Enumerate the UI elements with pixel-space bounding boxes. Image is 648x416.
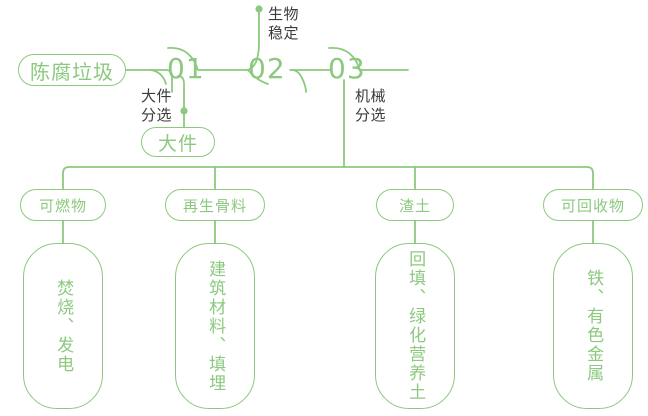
arc-02-left bbox=[245, 43, 260, 71]
arc-03-top bbox=[328, 47, 409, 71]
stage-caption-01-line2: 分选 bbox=[140, 106, 172, 124]
stage-caption-03: 机械 分选 bbox=[355, 88, 403, 126]
stage-number-03[interactable]: 03 bbox=[328, 52, 366, 85]
stage-caption-03-line2: 分选 bbox=[355, 106, 387, 124]
use-text-3: 回填、绿化营养土 bbox=[406, 250, 426, 402]
dot-shengwu bbox=[255, 5, 263, 13]
use-text-1: 焚烧、发电 bbox=[54, 278, 74, 374]
stage-caption-02: 生物 稳定 bbox=[268, 6, 316, 44]
category-label-3: 渣土 bbox=[398, 197, 431, 215]
use-box-recyclable[interactable]: 铁、有色金属 bbox=[553, 243, 633, 409]
stage-caption-01: 大件 分选 bbox=[128, 88, 172, 126]
use-text-4: 铁、有色金属 bbox=[584, 269, 604, 383]
arc-02-bottom bbox=[247, 69, 269, 85]
category-label-2: 再生骨料 bbox=[182, 197, 247, 215]
bar-branch-3 bbox=[343, 166, 594, 190]
stage-caption-02-line2: 稳定 bbox=[268, 24, 300, 42]
use-text-2: 建筑材料、填埋 bbox=[206, 259, 226, 393]
link-02-to-03 bbox=[291, 69, 307, 93]
stage-caption-02-line1: 生物 bbox=[268, 6, 300, 23]
category-pill-slag-soil[interactable]: 渣土 bbox=[376, 189, 454, 221]
category-label-1: 可燃物 bbox=[38, 197, 87, 215]
category-pill-combustible[interactable]: 可燃物 bbox=[20, 189, 106, 221]
source-node-label: 陈腐垃圾 bbox=[30, 61, 114, 84]
bar-branch-1 bbox=[62, 166, 345, 190]
output-node-bulky[interactable]: 大件 bbox=[141, 127, 215, 157]
dot-dajian bbox=[180, 107, 188, 115]
arc-01-bottom bbox=[149, 69, 167, 85]
output-node-bulky-label: 大件 bbox=[157, 133, 198, 155]
use-box-recycled-aggregate[interactable]: 建筑材料、填埋 bbox=[175, 243, 255, 409]
category-pill-recyclable[interactable]: 可回收物 bbox=[543, 189, 643, 221]
link-01-to-dajian bbox=[177, 75, 185, 111]
stage-caption-03-line1: 机械 bbox=[355, 88, 387, 105]
stage-number-01[interactable]: 01 bbox=[167, 52, 205, 85]
category-label-4: 可回收物 bbox=[560, 197, 625, 215]
use-box-combustible[interactable]: 焚烧、发电 bbox=[23, 243, 103, 409]
use-box-slag-soil[interactable]: 回填、绿化营养土 bbox=[375, 243, 455, 409]
source-node-stale-waste[interactable]: 陈腐垃圾 bbox=[18, 54, 126, 86]
stage-caption-01-line1: 大件 bbox=[140, 88, 172, 105]
category-pill-recycled-aggregate[interactable]: 再生骨料 bbox=[165, 189, 265, 221]
link-source-to-01 bbox=[125, 69, 173, 93]
arc-01-top bbox=[167, 47, 247, 71]
stage-number-02[interactable]: 02 bbox=[248, 52, 286, 85]
